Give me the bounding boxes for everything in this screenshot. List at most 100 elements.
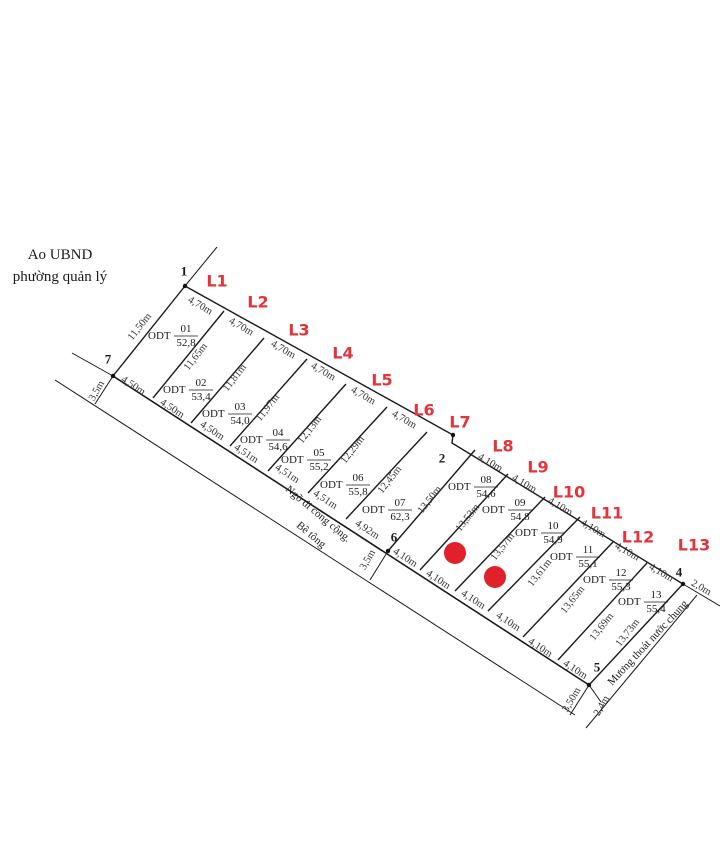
land-use-code: ODT — [362, 504, 385, 516]
land-use-code: ODT — [448, 481, 471, 493]
pond-boundary-line — [184, 246, 218, 287]
land-use-code: ODT — [515, 527, 538, 539]
lot-label: L12 — [622, 528, 654, 547]
plot-number: 10 — [548, 520, 560, 532]
side-length-label: 13,53m — [454, 502, 482, 534]
plot-number: 09 — [515, 497, 527, 509]
road-outer-edge — [54, 379, 576, 716]
side-length-label: 12,45m — [376, 464, 404, 496]
land-use-code: ODT — [583, 574, 606, 586]
point-label-7: 7 — [105, 352, 112, 367]
lot-label: L5 — [371, 371, 392, 390]
lot-label: L9 — [527, 458, 548, 477]
plot-number: 12 — [616, 567, 627, 579]
side-length-label: 13,50m — [416, 484, 444, 516]
side-length-label: 13,65m — [559, 584, 587, 616]
plot-divider-line — [345, 431, 428, 520]
lot-label: L10 — [553, 483, 585, 502]
plot-number: 08 — [481, 474, 493, 486]
survey-point-dot — [182, 283, 188, 289]
point-label-2: 2 — [439, 451, 446, 466]
plot-divider-line — [267, 383, 347, 472]
front-length-label: 4,70m — [186, 295, 214, 318]
pond-label: Ao UBND — [28, 247, 93, 263]
plot-number: 03 — [235, 401, 247, 413]
channel-width-label: 2,4m — [592, 694, 612, 718]
plot-area: 55,2 — [309, 461, 328, 473]
lot-label: L2 — [247, 293, 268, 312]
land-use-code: ODT — [240, 434, 263, 446]
side-length-label: 12,29m — [339, 434, 367, 466]
plot-area: 62,3 — [390, 511, 410, 523]
back-length-label: 4,50m — [198, 419, 226, 443]
plot-number: 07 — [395, 497, 407, 509]
land-use-code: ODT — [482, 504, 505, 516]
back-length-label: 4,10m — [526, 636, 554, 660]
front-length-label: 4,10m — [647, 562, 675, 585]
road-width-tick — [94, 375, 114, 405]
back-length-label: 4,10m — [424, 568, 452, 592]
side-length-label: 13,69m — [588, 611, 616, 643]
channel-outer-edge — [585, 594, 698, 729]
lot-label: L11 — [591, 504, 623, 523]
plot-number: 06 — [353, 472, 365, 484]
plot-divider-line — [454, 496, 546, 592]
top-boundary-line — [184, 285, 684, 585]
plot-area: 53,4 — [191, 391, 211, 403]
lot-label: L7 — [449, 413, 470, 432]
land-use-code: ODT — [148, 330, 171, 342]
right-side-boundary — [588, 583, 684, 686]
road-width-label: 3,5m — [87, 379, 107, 403]
front-length-label: 4,70m — [227, 316, 255, 339]
point-label-4: 4 — [676, 565, 683, 580]
back-length-label: 4,10m — [494, 610, 522, 634]
plot-area: 55,8 — [348, 486, 368, 498]
plot-divider-line — [557, 562, 648, 661]
land-use-code: ODT — [163, 384, 186, 396]
side-length-label: 13,57m — [489, 531, 517, 563]
boundary-extension-line — [682, 583, 720, 607]
plot-area: 55,3 — [611, 581, 631, 593]
plot-divider-line — [419, 473, 509, 571]
survey-point-dot — [385, 548, 391, 554]
plot-area: 55,1 — [578, 558, 597, 570]
plot-area: 54,6 — [268, 441, 288, 453]
land-use-code: ODT — [618, 596, 641, 608]
point-label-6: 6 — [391, 530, 398, 545]
lot-label: L13 — [678, 536, 710, 555]
land-use-code: ODT — [320, 479, 343, 491]
plot-area: 55,4 — [646, 603, 666, 615]
front-length-label: 4,70m — [309, 361, 337, 384]
survey-point-dot — [450, 432, 456, 438]
land-use-code: ODT — [550, 551, 573, 563]
front-length-label: 4,70m — [269, 339, 297, 362]
plot-divider-line — [387, 449, 476, 552]
side-length-label: 11,97m — [254, 392, 282, 424]
plot-divider-line — [190, 337, 265, 424]
side-length-label: 12,13m — [296, 414, 324, 446]
road-width-label: 3,5m — [358, 548, 378, 572]
back-length-label: 4,10m — [561, 658, 589, 682]
lot-label: L4 — [332, 344, 353, 363]
land-use-code: ODT — [281, 454, 304, 466]
plot-area: 54,0 — [230, 415, 250, 427]
lot-label: L1 — [206, 272, 227, 291]
road-frontage-line — [112, 375, 590, 686]
survey-point-dot — [110, 373, 116, 379]
back-length-label: 4,10m — [459, 588, 487, 612]
lot-label: L8 — [492, 437, 513, 456]
road-end-line — [71, 352, 114, 377]
plot-number: 05 — [314, 447, 326, 459]
survey-point-dot — [586, 682, 592, 688]
pond-owner-label: phường quản lý — [13, 269, 108, 285]
plot-number: 02 — [196, 377, 207, 389]
back-length-label: 4,92m — [353, 518, 381, 542]
plot-area: 52,8 — [176, 337, 196, 349]
land-use-code: ODT — [202, 408, 225, 420]
left-side-boundary — [112, 285, 186, 377]
lot-label: L3 — [288, 321, 309, 340]
plot-area: 54,8 — [510, 511, 530, 523]
lot-label: L6 — [413, 401, 434, 420]
plot-area: 54,9 — [543, 534, 563, 546]
